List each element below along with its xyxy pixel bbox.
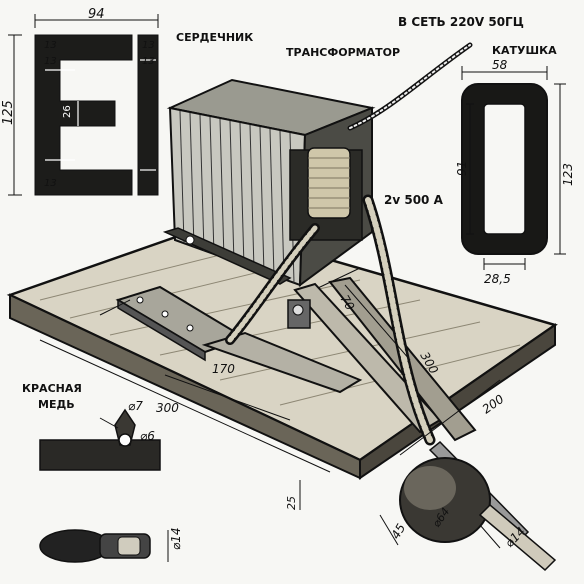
dim-core-tab-2: 13 (44, 56, 57, 67)
dim-core-height: 125 (1, 100, 16, 125)
core-drawing (8, 14, 159, 196)
dim-core-width: 94 (88, 7, 105, 22)
tip-detail (39, 408, 161, 471)
label-coil: КАТУШКА (492, 44, 557, 57)
terminal-rail (115, 285, 363, 394)
dim-core-tab-1: 13 (44, 40, 57, 51)
label-mains: В СЕТЬ 220V 50ГЦ (398, 15, 524, 29)
electrode-handle (399, 440, 557, 572)
dim-plug-diameter: ⌀14 (169, 528, 183, 551)
dim-coil-height: 123 (561, 163, 575, 186)
label-core: СЕРДЕЧНИК (176, 31, 253, 44)
dim-handle-length: 45 (388, 521, 408, 541)
coil-winding (307, 147, 351, 219)
coil-drawing (461, 66, 566, 270)
label-red-copper-2: МЕДЬ (38, 398, 75, 411)
dim-coil-inner-height: 91 (455, 161, 469, 176)
dim-rail-length: 170 (212, 362, 235, 376)
dim-base-length: 300 (156, 401, 179, 415)
dim-base-width: 200 (480, 392, 507, 417)
dim-core-tab-3: 13 (142, 40, 155, 51)
dim-tip-diameter: ⌀7 (128, 399, 143, 413)
label-red-copper-1: КРАСНАЯ (22, 382, 82, 395)
plug-detail (39, 529, 169, 563)
dimension-lines (39, 267, 501, 549)
dim-rod-diameter: ⌀6 (140, 429, 155, 443)
dim-coil-inner-width: 28,5 (484, 272, 511, 286)
dim-arm-offset: 70 (337, 293, 357, 314)
dim-base-thickness: 25 (285, 496, 298, 510)
dim-core-center: 26 (62, 105, 73, 118)
transformer (162, 78, 376, 288)
dim-core-tab-4: 13 (142, 56, 155, 67)
label-secondary: 2v 500 A (384, 193, 444, 207)
label-transformer: ТРАНСФОРМАТОР (286, 46, 400, 59)
dim-coil-width: 58 (492, 58, 508, 72)
dim-core-tab-5: 13 (44, 178, 57, 189)
cables (225, 42, 473, 446)
